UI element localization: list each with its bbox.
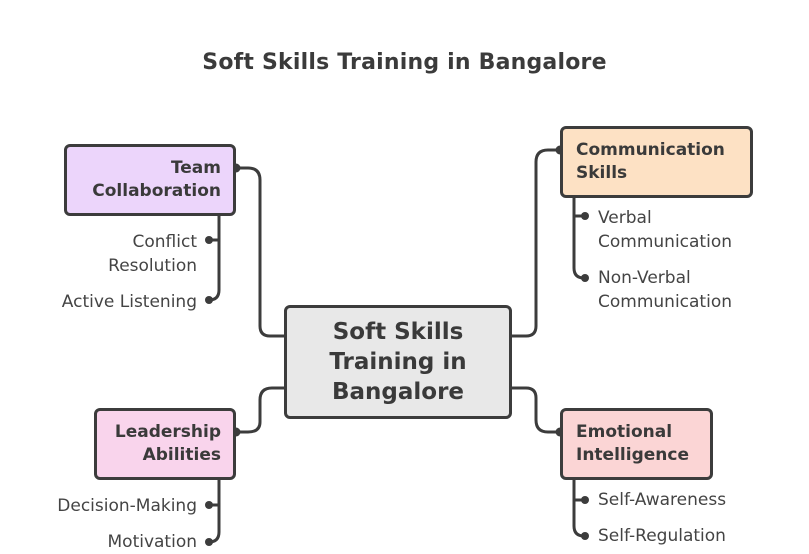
leaf-decision-making: Decision-Making [57,494,197,518]
connector-communication-items [572,196,586,280]
connector-center-emotional [510,386,562,434]
center-node-line-1: Soft Skills [332,319,464,345]
leaf-self-regulation-line-1: Self-Regulation [598,526,726,546]
team-collaboration-line-1: Team [170,158,221,178]
connector-center-communication [510,148,562,338]
connector-leadership-items [207,478,221,544]
joint-communication-item-1 [581,212,589,220]
joint-emotional-item-2 [581,532,589,540]
emotional-intelligence-node: Emotional Intelligence [560,408,713,480]
joint-leadership-item-2 [205,538,213,546]
leaf-conflict-resolution-line-1: Conflict [132,232,198,252]
joint-emotional-item-1 [581,496,589,504]
leaf-self-awareness: Self-Awareness [598,488,726,512]
leaf-non-verbal-communication: Non-Verbal Communication [598,266,732,314]
leaf-self-awareness-line-1: Self-Awareness [598,490,727,510]
leaf-active-listening-line-1: Active Listening [61,292,197,312]
leaf-non-verbal-communication-line-1: Non-Verbal [598,268,691,288]
leaf-motivation: Motivation [108,530,198,554]
diagram-title: Soft Skills Training in Bangalore [202,50,607,75]
leaf-verbal-communication: Verbal Communication [598,206,732,254]
joint-team-item-1 [205,236,213,244]
leaf-non-verbal-communication-line-2: Communication [598,292,732,312]
connector-team-items [207,214,221,302]
center-node-line-2: Training in [329,349,467,375]
connector-center-leadership [234,386,286,434]
center-node: Soft Skills Training in Bangalore [284,305,512,419]
connector-center-team [234,166,286,338]
leaf-conflict-resolution-line-2: Resolution [108,256,197,276]
joint-leadership-item-1 [205,501,213,509]
communication-skills-line-1: Communication [576,140,725,160]
joint-communication-item-2 [581,274,589,282]
leadership-abilities-line-2: Abilities [142,445,221,465]
leadership-abilities-line-1: Leadership [114,422,221,442]
team-collaboration-node: Team Collaboration [64,144,236,216]
communication-skills-line-2: Skills [576,163,628,183]
leaf-verbal-communication-line-2: Communication [598,232,732,252]
leaf-conflict-resolution: Conflict Resolution [108,230,197,278]
joint-team-item-2 [205,296,213,304]
leaf-self-regulation: Self-Regulation [598,524,726,548]
emotional-intelligence-line-2: Intelligence [576,445,689,465]
communication-skills-node: Communication Skills [560,126,753,198]
connector-emotional-items [572,478,586,538]
leadership-abilities-node: Leadership Abilities [94,408,236,480]
leaf-verbal-communication-line-1: Verbal [598,208,652,228]
leaf-active-listening: Active Listening [62,290,197,314]
emotional-intelligence-line-1: Emotional [576,422,673,442]
leaf-decision-making-line-1: Decision-Making [57,496,197,516]
center-node-line-3: Bangalore [331,379,465,405]
team-collaboration-line-2: Collaboration [92,181,221,201]
leaf-motivation-line-1: Motivation [107,532,198,552]
